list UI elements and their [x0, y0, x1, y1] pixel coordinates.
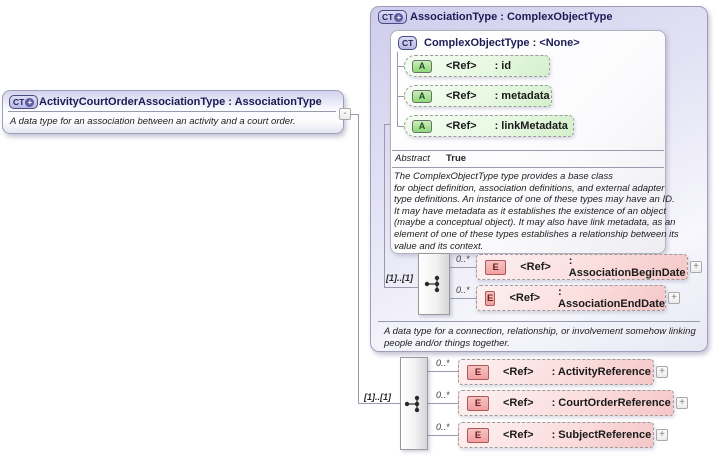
cardinality-label: [1]..[1]: [386, 273, 413, 283]
description-line: for object definition, association defin…: [394, 182, 665, 194]
connector-line: [384, 124, 390, 125]
element-icon: E: [467, 427, 489, 443]
description-line: A data type for a connection, relationsh…: [384, 326, 696, 337]
attribute-row-id[interactable]: A <Ref> : id: [404, 55, 550, 77]
element-row-courtorderreference[interactable]: E <Ref> : CourtOrderReference: [458, 390, 674, 416]
cardinality-label: [1]..[1]: [364, 392, 391, 402]
element-icon: E: [485, 259, 507, 275]
attribute-icon: A: [412, 59, 432, 73]
element-ref: <Ref>: [503, 366, 534, 378]
sequence-icon: [424, 275, 440, 293]
occurs-label: 0..*: [456, 254, 470, 264]
separator: [392, 167, 664, 168]
plus-badge-icon: +: [394, 12, 404, 22]
main-type-description: A data type for an association between a…: [10, 116, 296, 127]
element-icon: E: [467, 364, 489, 380]
connector-line: [428, 435, 458, 436]
complex-type-icon: CT +: [9, 95, 39, 109]
attribute-ref: <Ref>: [446, 60, 477, 72]
sequence-icon: [404, 395, 420, 412]
connector-line: [397, 96, 404, 97]
attribute-row-metadata[interactable]: A <Ref> : metadata: [404, 85, 552, 107]
attribute-ref: <Ref>: [446, 90, 477, 102]
description-line: value and its context.: [394, 240, 484, 252]
element-ref: <Ref>: [509, 292, 541, 304]
attribute-name: : id: [494, 60, 512, 72]
association-type-description: A data type for a connection, relationsh…: [384, 326, 696, 349]
connector-line: [384, 287, 418, 288]
occurs-label: 0..*: [436, 422, 450, 432]
occurs-label: 0..*: [456, 285, 470, 295]
expand-button[interactable]: +: [656, 366, 668, 378]
complex-object-type-description: The ComplexObjectType type provides a ba…: [394, 171, 679, 252]
connector-line: [358, 403, 400, 404]
element-row-subjectreference[interactable]: E <Ref> : SubjectReference: [458, 422, 654, 448]
separator: [378, 321, 700, 322]
attribute-icon: A: [412, 89, 432, 103]
connector-line: [428, 403, 458, 404]
attribute-name: : metadata: [494, 90, 550, 102]
element-row-activityreference[interactable]: E <Ref> : ActivityReference: [458, 359, 654, 385]
connector-line: [351, 114, 359, 115]
connector-line: [397, 52, 398, 126]
element-ref: <Ref>: [503, 397, 534, 409]
collapse-port[interactable]: -: [339, 108, 351, 120]
complex-type-icon: CT: [398, 36, 418, 50]
element-icon: E: [467, 395, 489, 411]
element-name: : ActivityReference: [551, 366, 651, 378]
expand-button[interactable]: +: [656, 429, 668, 441]
separator: [392, 150, 664, 151]
connector-line: [428, 371, 458, 372]
plus-badge-icon: +: [25, 97, 35, 107]
occurs-label: 0..*: [436, 358, 450, 368]
connector-line: [397, 66, 404, 67]
connector-line: [397, 126, 404, 127]
element-name: : AssociationBeginDate: [568, 255, 686, 279]
element-icon: E: [485, 290, 496, 306]
complex-type-icon: CT +: [378, 10, 408, 24]
description-line: type definitions. An instance of one of …: [394, 194, 675, 206]
abstract-label: Abstract: [395, 153, 430, 164]
ct-icon-label: CT: [13, 97, 25, 107]
main-type-title: ActivityCourtOrderAssociationType : Asso…: [39, 96, 322, 108]
attribute-icon: A: [412, 119, 432, 133]
element-row-associationbegindate[interactable]: E <Ref> : AssociationBeginDate: [476, 254, 688, 280]
ct-icon-label: CT: [402, 38, 414, 48]
element-name: : CourtOrderReference: [551, 397, 671, 409]
separator: [8, 111, 336, 112]
description-line: (maybe a conceptual object). It may also…: [394, 217, 676, 229]
description-line: element of one of these types establishe…: [394, 228, 679, 240]
element-name: : SubjectReference: [551, 429, 652, 441]
association-type-title: AssociationType : ComplexObjectType: [410, 11, 613, 23]
connector-line: [384, 124, 385, 287]
element-ref: <Ref>: [520, 261, 551, 273]
connector-line: [450, 267, 476, 268]
description-line: people and/or things together.: [384, 337, 510, 349]
abstract-value: True: [446, 153, 467, 164]
description-line: It may have metadata as it establishes t…: [394, 205, 666, 217]
attribute-name: : linkMetadata: [494, 120, 568, 132]
expand-button[interactable]: +: [676, 397, 688, 409]
complex-object-type-title: ComplexObjectType : <None>: [424, 37, 580, 49]
description-line: The ComplexObjectType type provides a ba…: [394, 171, 613, 182]
sequence-compositor[interactable]: [400, 357, 428, 450]
attribute-ref: <Ref>: [446, 120, 477, 132]
connector-line: [450, 298, 476, 299]
ct-icon-label: CT: [382, 12, 394, 22]
occurs-label: 0..*: [436, 390, 450, 400]
element-ref: <Ref>: [503, 429, 534, 441]
element-row-associationenddate[interactable]: E <Ref> : AssociationEndDate: [476, 285, 666, 311]
element-name: : AssociationEndDate: [558, 286, 665, 310]
connector-line: [358, 114, 359, 403]
expand-button[interactable]: +: [690, 261, 702, 273]
sequence-compositor[interactable]: [418, 253, 450, 315]
expand-button[interactable]: +: [668, 292, 680, 304]
activity-court-order-association-type-box: [2, 90, 344, 134]
attribute-row-linkmetadata[interactable]: A <Ref> : linkMetadata: [404, 115, 574, 137]
